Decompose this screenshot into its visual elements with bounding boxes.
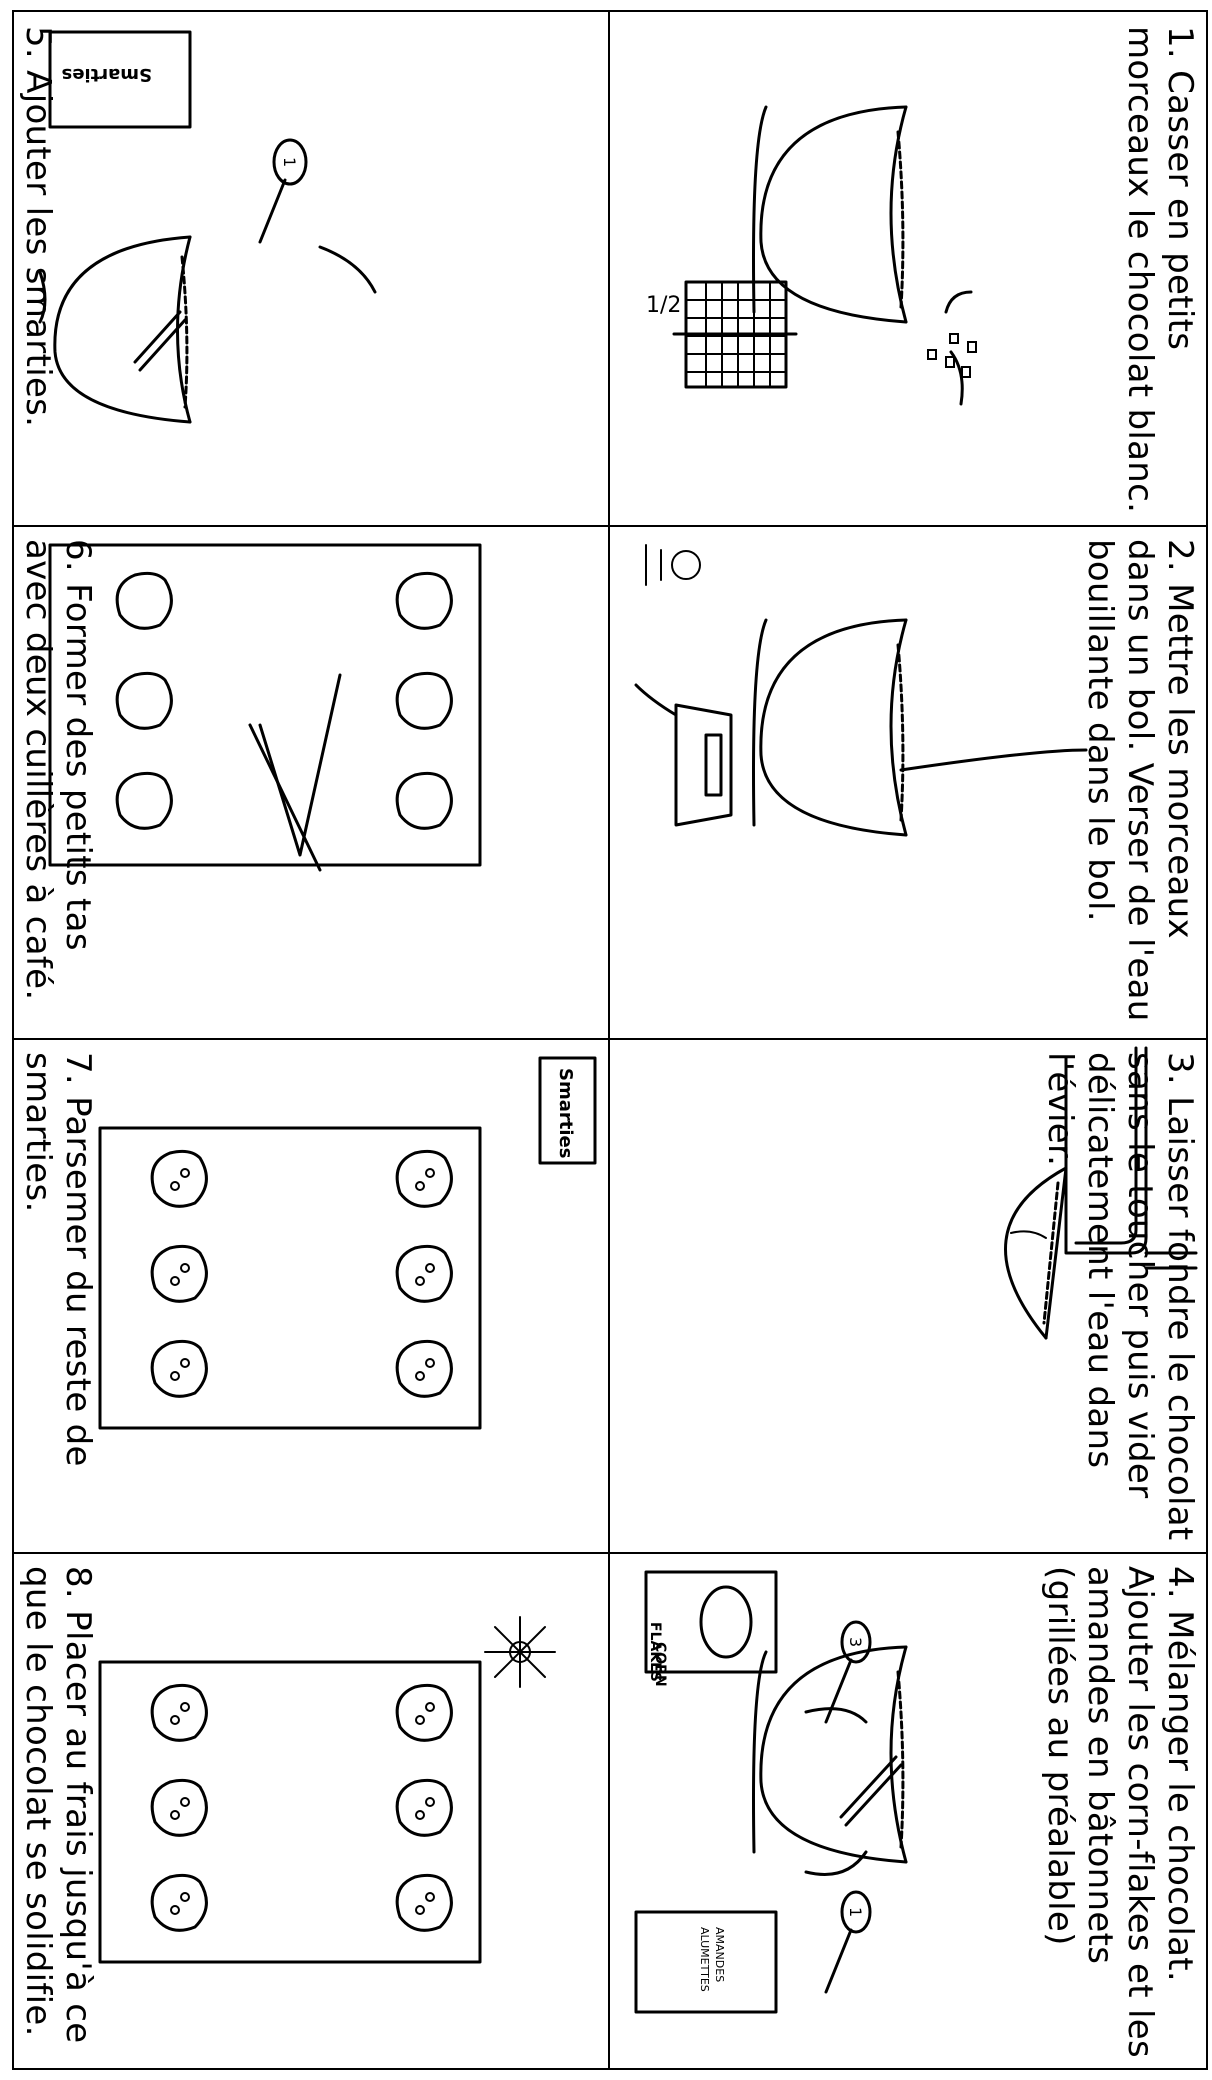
step-7-illustration: Smarties (10, 1038, 610, 1552)
step-8-panel: 8. Placer au frais jusqu'à ce que le cho… (10, 1552, 610, 2072)
step-6-panel: 6. Former des petits tas avec deux cuill… (10, 525, 610, 1038)
recipe-grid: 1. Casser en petits morceaux le chocolat… (12, 10, 1208, 2070)
chocolate-heap-with-smarties-icon (152, 1685, 451, 1930)
chocolate-heap-with-smarties-icon (152, 1151, 451, 1396)
teaspoons-icon (250, 675, 340, 870)
arrow-icon (806, 1709, 866, 1722)
smarties-pack-icon: Smarties (50, 32, 190, 127)
step-5-illustration: Smarties 1 (10, 12, 610, 525)
spoon-measure-label: 1 (846, 1907, 865, 1917)
corn-flakes-box-icon: CORN FLAKES (646, 1572, 776, 1687)
almonds-label: ALUMETTES (698, 1927, 711, 1992)
step-2-illustration (610, 525, 1206, 1038)
arrow-icon (901, 750, 1086, 770)
bowl-icon (55, 237, 190, 422)
corn-flakes-label: FLAKES (647, 1622, 663, 1682)
step-4-panel: 4. Mélanger le chocolat. Ajouter les cor… (610, 1552, 1206, 2072)
bowl-icon (761, 620, 906, 835)
smarties-label: Smarties (555, 1068, 576, 1158)
smarties-label: Smarties (62, 64, 152, 85)
spoon-icon: 1 (826, 1892, 870, 1992)
step-4-illustration: CORN FLAKES 3 1 AMANDES ALUMETTES (610, 1552, 1206, 2072)
step-6-illustration (10, 525, 610, 1038)
spoon-icon: 3 (826, 1622, 870, 1722)
smarties-pack-icon: Smarties (540, 1058, 595, 1163)
fraction-label: 1/2 (646, 293, 681, 318)
arrow-icon (946, 292, 971, 312)
snowflake-icon (485, 1617, 555, 1687)
step-1-panel: 1. Casser en petits morceaux le chocolat… (610, 12, 1206, 525)
step-7-panel: 7. Parsemer du reste de smarties. (10, 1038, 610, 1552)
step-2-panel: 2. Mettre les morceaux dans un bol. Vers… (610, 525, 1206, 1038)
bowl-icon (761, 107, 906, 322)
step-1-illustration: 1/2 (610, 12, 1206, 525)
spoon-icon: 1 (260, 140, 306, 242)
spoon-measure-label: 3 (846, 1637, 865, 1647)
step-8-illustration (10, 1552, 610, 2072)
table-line (40, 272, 45, 322)
arrow-icon (951, 352, 962, 404)
table-line (754, 1652, 767, 1852)
step-5-panel: 5. Ajouter les smarties. Smarties (10, 12, 610, 525)
sink-icon (1066, 1048, 1196, 1268)
spoon-measure-label: 1 (280, 157, 299, 167)
step-3-illustration (610, 1038, 1206, 1552)
almonds-bag-icon: AMANDES ALUMETTES (636, 1912, 776, 2012)
arrow-icon (320, 247, 375, 292)
table-line (754, 620, 767, 825)
hot-water-symbol-icon (646, 545, 700, 585)
almonds-label: AMANDES (713, 1927, 726, 1982)
bowl-icon (761, 1647, 906, 1862)
bowl-icon (1006, 1168, 1067, 1338)
kettle-icon (636, 685, 731, 825)
water-pour-icon (1011, 1231, 1046, 1238)
step-3-panel: 3. Laisser fondre le chocolat sans le to… (610, 1038, 1206, 1552)
chocolate-heap-icon (117, 573, 451, 828)
baking-tray-icon (50, 545, 480, 865)
chocolate-bar-icon (674, 282, 796, 387)
